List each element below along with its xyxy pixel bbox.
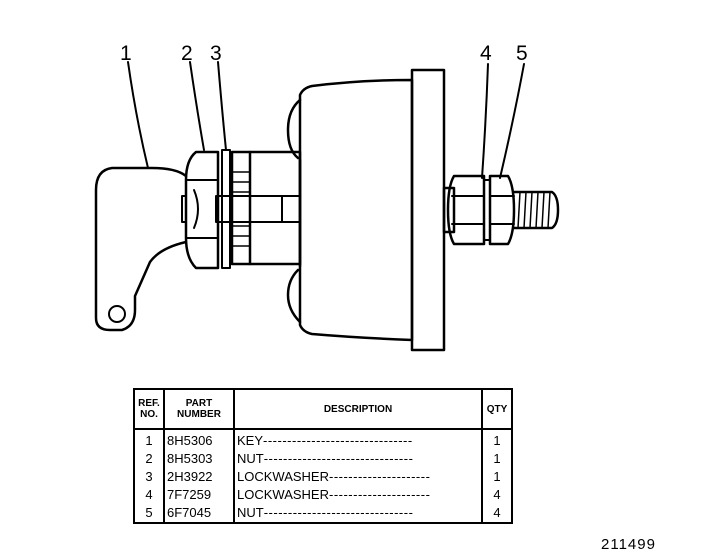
table-row: 4 7F7259 LOCKWASHER---------------------… bbox=[133, 486, 513, 504]
cell-ref: 1 bbox=[133, 429, 165, 450]
figure-number: 211499 bbox=[601, 536, 656, 553]
cell-description: KEY------------------------------- bbox=[233, 429, 483, 450]
cell-part-number: 7F7259 bbox=[163, 486, 235, 504]
cell-qty: 1 bbox=[481, 429, 513, 450]
nut-item-5 bbox=[488, 174, 516, 246]
table-row: 2 8H5303 NUT----------------------------… bbox=[133, 450, 513, 468]
threaded-bushing bbox=[215, 150, 302, 266]
cell-part-number: 6F7045 bbox=[163, 504, 235, 523]
lockwasher-item-3 bbox=[221, 149, 231, 269]
table-row: 1 8H5306 KEY----------------------------… bbox=[133, 429, 513, 450]
cell-ref: 5 bbox=[133, 504, 165, 523]
callout-2: 2 bbox=[181, 42, 193, 65]
header-description: DESCRIPTION bbox=[233, 389, 483, 430]
cell-part-number: 8H5303 bbox=[163, 450, 235, 468]
cell-qty: 4 bbox=[481, 486, 513, 504]
terminal-stud bbox=[442, 174, 486, 246]
nut-item-2 bbox=[184, 150, 220, 270]
cell-part-number: 8H5306 bbox=[163, 429, 235, 450]
cell-ref: 2 bbox=[133, 450, 165, 468]
cell-description: NUT------------------------------- bbox=[233, 450, 483, 468]
header-qty: QTY bbox=[481, 389, 513, 430]
cell-description: LOCKWASHER--------------------- bbox=[233, 486, 483, 504]
cell-ref: 4 bbox=[133, 486, 165, 504]
cell-description: NUT------------------------------- bbox=[233, 504, 483, 523]
cell-description: LOCKWASHER--------------------- bbox=[233, 468, 483, 486]
stud-thread bbox=[512, 190, 560, 230]
header-ref-no: REF.NO. bbox=[133, 389, 165, 430]
callout-5: 5 bbox=[516, 42, 528, 65]
callout-3: 3 bbox=[210, 42, 222, 65]
callout-1: 1 bbox=[120, 42, 132, 65]
switch-assembly-drawing: 1 2 3 4 5 bbox=[94, 42, 560, 352]
cell-qty: 1 bbox=[481, 468, 513, 486]
leader-lines bbox=[127, 61, 525, 179]
cell-qty: 4 bbox=[481, 504, 513, 523]
key-item-1 bbox=[94, 166, 188, 332]
switch-body bbox=[286, 68, 446, 352]
cell-ref: 3 bbox=[133, 468, 165, 486]
cell-part-number: 2H3922 bbox=[163, 468, 235, 486]
cell-qty: 1 bbox=[481, 450, 513, 468]
table-row: 5 6F7045 NUT----------------------------… bbox=[133, 504, 513, 523]
table-row: 3 2H3922 LOCKWASHER---------------------… bbox=[133, 468, 513, 486]
callout-4: 4 bbox=[480, 42, 492, 65]
